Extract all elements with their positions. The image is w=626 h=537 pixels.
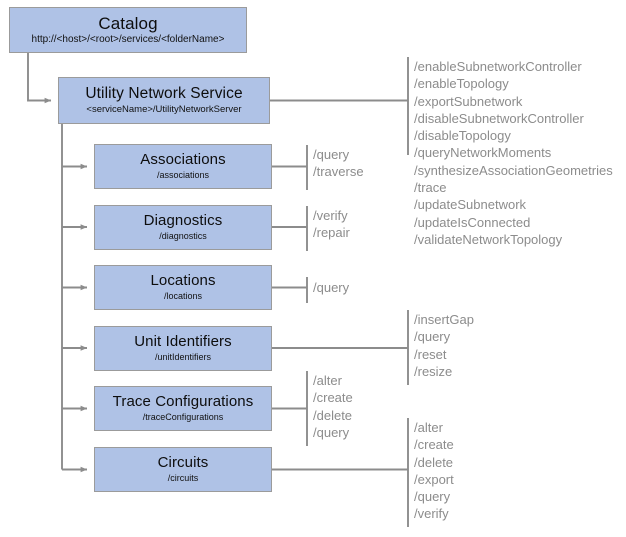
operation-trace-configurations-1: /create <box>313 390 353 406</box>
node-utility-network-service-title: Utility Network Service <box>85 84 243 102</box>
operation-service-3: /disableSubnetworkController <box>414 110 584 126</box>
node-trace-configurations[interactable]: Trace Configurations /traceConfiguration… <box>94 386 272 431</box>
operation-service-5: /queryNetworkMoments <box>414 145 552 161</box>
node-locations[interactable]: Locations /locations <box>94 265 272 310</box>
node-associations[interactable]: Associations /associations <box>94 144 272 189</box>
operation-service-2: /exportSubnetwork <box>414 93 523 109</box>
node-utility-network-service[interactable]: Utility Network Service <serviceName>/Ut… <box>58 77 270 124</box>
node-catalog[interactable]: Catalog http://<host>/<root>/services/<f… <box>9 7 247 53</box>
operation-service-7: /trace <box>414 180 447 196</box>
node-trace-configurations-title: Trace Configurations <box>112 393 254 411</box>
operation-trace-configurations-2: /delete <box>313 407 353 423</box>
node-unit-identifiers[interactable]: Unit Identifiers /unitIdentifiers <box>94 325 272 371</box>
operation-service-0: /enableSubnetworkController <box>414 59 582 74</box>
node-unit-identifiers-title: Unit Identifiers <box>134 332 232 350</box>
operation-diagnostics-0: /verify <box>313 208 348 223</box>
wire-catalog-to-service <box>27 53 52 104</box>
operation-service-1: /enableTopology <box>414 76 509 92</box>
operation-unit-identifiers-3: /resize <box>414 363 453 379</box>
operation-unit-identifiers-2: /reset <box>414 346 447 362</box>
operations-circuits: /alter/create/delete/export/query/verify <box>414 419 454 523</box>
operation-trace-configurations-3: /query <box>313 424 350 440</box>
operation-service-6: /synthesizeAssociationGeometries <box>414 162 613 178</box>
node-circuits-title: Circuits <box>157 454 209 472</box>
node-circuits-path: /circuits <box>167 473 199 484</box>
node-catalog-title: Catalog <box>98 13 158 33</box>
node-associations-title: Associations <box>140 151 226 169</box>
node-utility-network-service-path: <serviceName>/UtilityNetworkServer <box>86 104 242 116</box>
operations-unit-identifiers: /insertGap/query/reset/resize <box>414 311 474 380</box>
operation-circuits-5: /verify <box>414 506 449 522</box>
operation-circuits-4: /query <box>414 489 451 505</box>
operation-service-8: /updateSubnetwork <box>414 197 527 213</box>
node-locations-title: Locations <box>150 272 216 290</box>
node-diagnostics-path: /diagnostics <box>159 230 207 241</box>
operation-diagnostics-1: /repair <box>313 225 350 241</box>
operations-trace-configurations: /alter/create/delete/query <box>313 372 353 441</box>
operation-circuits-2: /delete <box>414 454 454 470</box>
operation-unit-identifiers-0: /insertGap <box>414 312 474 327</box>
operations-utility-network-service: /enableSubnetworkController/enableTopolo… <box>414 58 613 248</box>
operation-trace-configurations-0: /alter <box>313 373 342 388</box>
operation-circuits-3: /export <box>414 471 454 487</box>
node-trace-configurations-path: /traceConfigurations <box>142 412 224 423</box>
node-associations-path: /associations <box>156 170 210 181</box>
node-locations-path: /locations <box>163 291 203 302</box>
operations-associations: /query/traverse <box>313 146 364 181</box>
operation-unit-identifiers-1: /query <box>414 329 451 345</box>
node-diagnostics[interactable]: Diagnostics /diagnostics <box>94 204 272 250</box>
operation-service-9: /updateIsConnected <box>414 214 531 230</box>
operations-locations: /query <box>313 279 349 296</box>
operations-diagnostics: /verify/repair <box>313 207 350 242</box>
node-diagnostics-title: Diagnostics <box>143 211 223 229</box>
operation-associations-1: /traverse <box>313 164 364 180</box>
node-unit-identifiers-path: /unitIdentifiers <box>154 351 212 362</box>
operation-circuits-1: /create <box>414 437 454 453</box>
operation-associations-0: /query <box>313 147 350 162</box>
node-circuits[interactable]: Circuits /circuits <box>94 447 272 492</box>
operation-locations-0: /query <box>313 280 350 295</box>
operation-service-4: /disableTopology <box>414 128 511 144</box>
node-catalog-path: http://<host>/<root>/services/<folderNam… <box>31 33 225 45</box>
operation-circuits-0: /alter <box>414 420 443 435</box>
operation-service-10: /validateNetworkTopology <box>414 231 563 247</box>
